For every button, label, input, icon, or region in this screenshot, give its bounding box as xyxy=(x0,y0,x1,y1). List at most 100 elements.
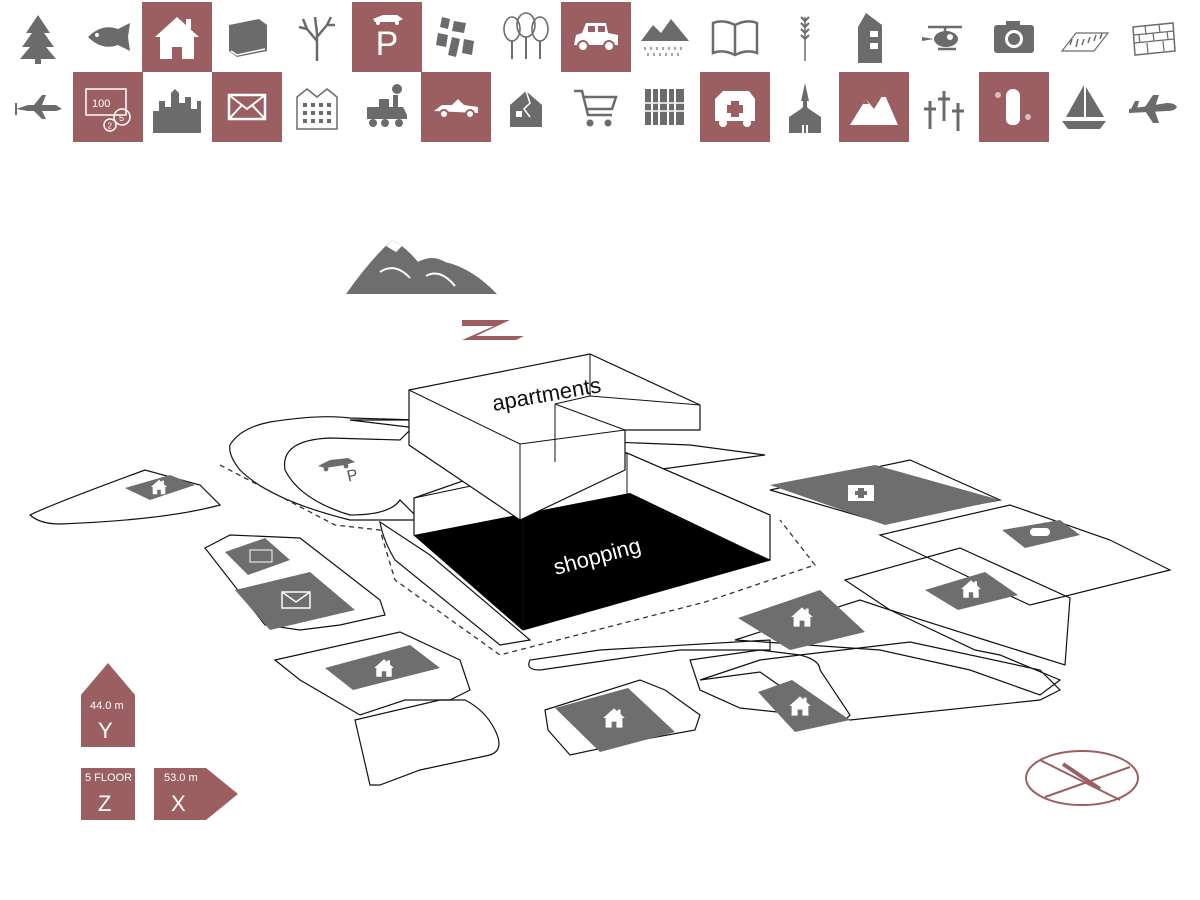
palette-field-tile[interactable] xyxy=(1049,2,1119,72)
palette-wheat-tile[interactable] xyxy=(770,2,840,72)
svg-text:P: P xyxy=(375,25,398,63)
palette-cemetery-tile[interactable] xyxy=(909,72,979,142)
house-zone xyxy=(555,688,675,752)
cemetery-icon xyxy=(924,91,965,131)
parking-icon: P xyxy=(372,15,403,63)
house-zone xyxy=(325,645,440,690)
apartment-building-icon xyxy=(296,88,338,130)
palette-pills-tile[interactable] xyxy=(978,72,1049,142)
palette-library-tile[interactable] xyxy=(630,72,700,142)
mail-zone xyxy=(235,572,355,630)
damaged-house-icon xyxy=(509,90,542,127)
palette-bare-tree-tile[interactable] xyxy=(282,2,352,72)
house-icon xyxy=(155,17,200,59)
palette-pine-tree-tile[interactable] xyxy=(3,2,73,72)
y-axis-label: Y xyxy=(98,718,113,743)
church-icon xyxy=(788,83,821,133)
z-dimension-badge: 5 FLOOR Z xyxy=(81,768,135,820)
house-zone xyxy=(738,590,865,650)
mountains-icon xyxy=(850,93,899,125)
z-dimension-value: 5 FLOOR xyxy=(85,772,133,784)
steam-train-icon xyxy=(366,84,407,127)
bare-tree-icon xyxy=(298,16,335,61)
palette-mail-tile[interactable] xyxy=(212,72,283,142)
ambulance-icon xyxy=(715,91,755,127)
palette-convertible-car-tile[interactable] xyxy=(421,72,492,142)
palette-apartment-building-tile[interactable] xyxy=(282,72,352,142)
palette-parking-tile[interactable]: P xyxy=(351,2,422,72)
gable-house-icon xyxy=(858,13,883,63)
wheat-icon xyxy=(799,16,810,61)
propeller-plane-icon xyxy=(15,95,62,119)
palette-forest-tile[interactable] xyxy=(491,2,561,72)
mountain-icon xyxy=(346,240,497,294)
zone-markers xyxy=(125,465,1080,752)
mail-icon xyxy=(227,93,267,121)
palette-vintage-car-tile[interactable] xyxy=(560,2,631,72)
helicopter-icon xyxy=(922,25,963,51)
svg-text:100: 100 xyxy=(92,98,110,110)
forest-icon xyxy=(503,12,549,59)
shopping-cart-icon xyxy=(573,89,618,127)
palette-open-book-tile[interactable] xyxy=(700,2,770,72)
palette-steam-train-tile[interactable] xyxy=(352,72,422,142)
site-boundary xyxy=(219,464,817,656)
house-zone xyxy=(125,475,195,500)
palette-sailboat-tile[interactable] xyxy=(1049,72,1119,142)
house-zone xyxy=(758,680,850,732)
x-axis-label: X xyxy=(171,791,186,816)
rain-mountain-icon xyxy=(641,19,690,56)
fish-icon xyxy=(87,23,130,51)
ambulance-zone xyxy=(770,465,1000,525)
palette-helicopter-tile[interactable] xyxy=(909,2,979,72)
north-arrow xyxy=(462,320,524,340)
palette-damaged-house-tile[interactable] xyxy=(491,72,561,142)
palette-propeller-plane-tile[interactable] xyxy=(3,72,73,142)
palette-rain-mountain-tile[interactable] xyxy=(630,2,700,72)
palette-fish-tile[interactable] xyxy=(73,2,143,72)
camera-icon xyxy=(993,21,1034,53)
palette-stone-wall-tile[interactable] xyxy=(1118,2,1188,72)
library-icon xyxy=(645,89,685,125)
city-skyline-icon xyxy=(153,89,202,133)
palette-airliner-tile[interactable] xyxy=(1118,72,1188,142)
z-axis-label: Z xyxy=(98,791,112,816)
field-icon xyxy=(1060,32,1109,52)
palette-city-skyline-tile[interactable] xyxy=(142,72,212,142)
pine-tree-icon xyxy=(20,15,56,64)
palette-gable-house-tile[interactable] xyxy=(839,2,909,72)
site-plan: P shopping apartments xyxy=(28,240,1172,806)
pills-icon xyxy=(994,89,1031,125)
palette-house-tile[interactable] xyxy=(142,2,213,72)
svg-text:2: 2 xyxy=(107,122,112,131)
parking-spot: P xyxy=(318,458,360,486)
vintage-car-icon xyxy=(573,23,618,52)
palette-city-map-tile[interactable] xyxy=(421,2,491,72)
book-icon xyxy=(229,19,268,57)
house-zone xyxy=(925,572,1018,610)
stone-wall-icon xyxy=(1132,22,1176,56)
palette-book-tile[interactable] xyxy=(212,2,282,72)
palette-mountains-tile[interactable] xyxy=(839,72,910,142)
convertible-car-icon xyxy=(434,99,479,119)
money-icon: 100 52 xyxy=(84,88,131,132)
palette-church-tile[interactable] xyxy=(770,72,840,142)
airliner-icon xyxy=(1129,95,1178,123)
apartments-volume: apartments xyxy=(408,353,701,521)
sailboat-icon xyxy=(1061,85,1106,129)
money-zone xyxy=(225,538,290,575)
palette-ambulance-tile[interactable] xyxy=(700,72,770,142)
svg-text:5: 5 xyxy=(119,113,124,123)
building-volumes: shopping apartments xyxy=(408,353,771,631)
x-dimension-value: 53.0 m xyxy=(164,772,198,784)
palette-camera-tile[interactable] xyxy=(979,2,1049,72)
parking-label: P xyxy=(345,467,359,486)
palette-shopping-cart-tile[interactable] xyxy=(561,72,631,142)
city-map-icon xyxy=(436,17,475,57)
pills-zone xyxy=(1002,520,1080,548)
open-book-icon xyxy=(711,20,759,57)
y-dimension-value: 44.0 m xyxy=(90,700,124,712)
orientation-disk xyxy=(1025,750,1139,806)
